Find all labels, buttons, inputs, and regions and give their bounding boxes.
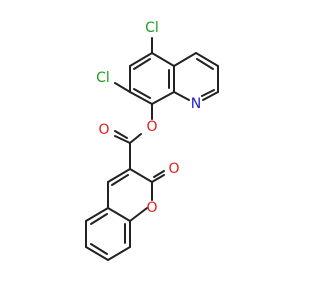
bond <box>133 58 151 70</box>
bond <box>90 243 108 255</box>
bond <box>129 168 153 183</box>
nitrogen-label: N <box>191 96 201 112</box>
bond <box>201 89 215 97</box>
bond <box>195 52 219 67</box>
ester-oxygen-label: O <box>146 119 157 135</box>
bond <box>90 213 108 225</box>
bond <box>114 135 131 144</box>
bond-lines <box>85 37 219 261</box>
chlorine-label-top: Cl <box>145 20 159 36</box>
bond <box>114 130 128 139</box>
bond <box>111 174 129 186</box>
bond <box>114 82 131 93</box>
bond <box>196 58 214 70</box>
structure-diagram: Cl Cl N O O O O <box>85 20 219 261</box>
atom-labels: Cl Cl N O O O O <box>96 20 201 216</box>
bond <box>202 91 219 101</box>
bond <box>107 168 131 183</box>
bond <box>151 91 175 105</box>
bond <box>151 174 165 183</box>
lactone-carbonyl-oxygen-label: O <box>168 161 179 177</box>
bond <box>129 91 153 105</box>
bond <box>107 207 131 222</box>
bond <box>129 52 153 67</box>
bond <box>85 207 109 222</box>
bond <box>153 170 165 178</box>
molecule-drawing: Cl Cl N O O O O <box>85 20 219 261</box>
bond <box>85 246 109 261</box>
bond <box>129 207 148 222</box>
bond <box>107 246 131 261</box>
bond <box>133 88 151 99</box>
bond <box>173 52 197 67</box>
lactone-ring-oxygen-label: O <box>146 200 157 216</box>
ester-carbonyl-oxygen-label: O <box>98 122 109 138</box>
bond <box>151 52 175 67</box>
bond <box>173 91 190 101</box>
chlorine-label-left: Cl <box>96 70 110 86</box>
bond <box>129 133 142 144</box>
